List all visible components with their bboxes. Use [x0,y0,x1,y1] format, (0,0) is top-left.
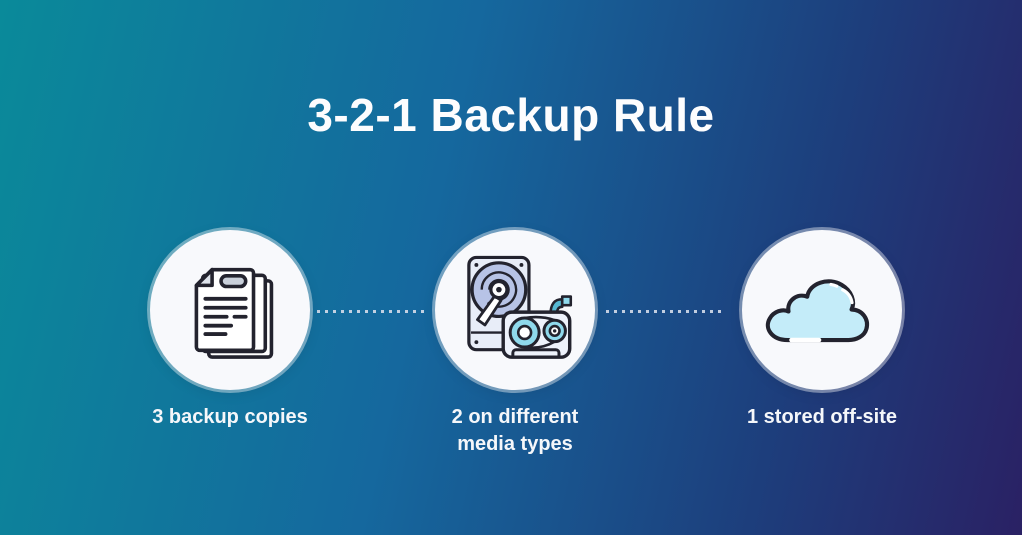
step-label-media: 2 on different media types [451,406,579,455]
step-circle-media [435,230,595,390]
step-label-copies: 3 backup copies [152,406,308,428]
step-circle-offsite [742,230,902,390]
page-title: 3-2-1 Backup Rule [307,89,715,141]
cloud-icon [758,263,886,358]
step-circle-copies [150,230,310,390]
dotted-connector-2 [606,310,724,313]
hard-drive-and-tape-icon [456,251,574,369]
dotted-connector-1 [317,310,427,313]
documents-icon [174,254,286,366]
step-label-offsite: 1 stored off-site [746,406,898,428]
